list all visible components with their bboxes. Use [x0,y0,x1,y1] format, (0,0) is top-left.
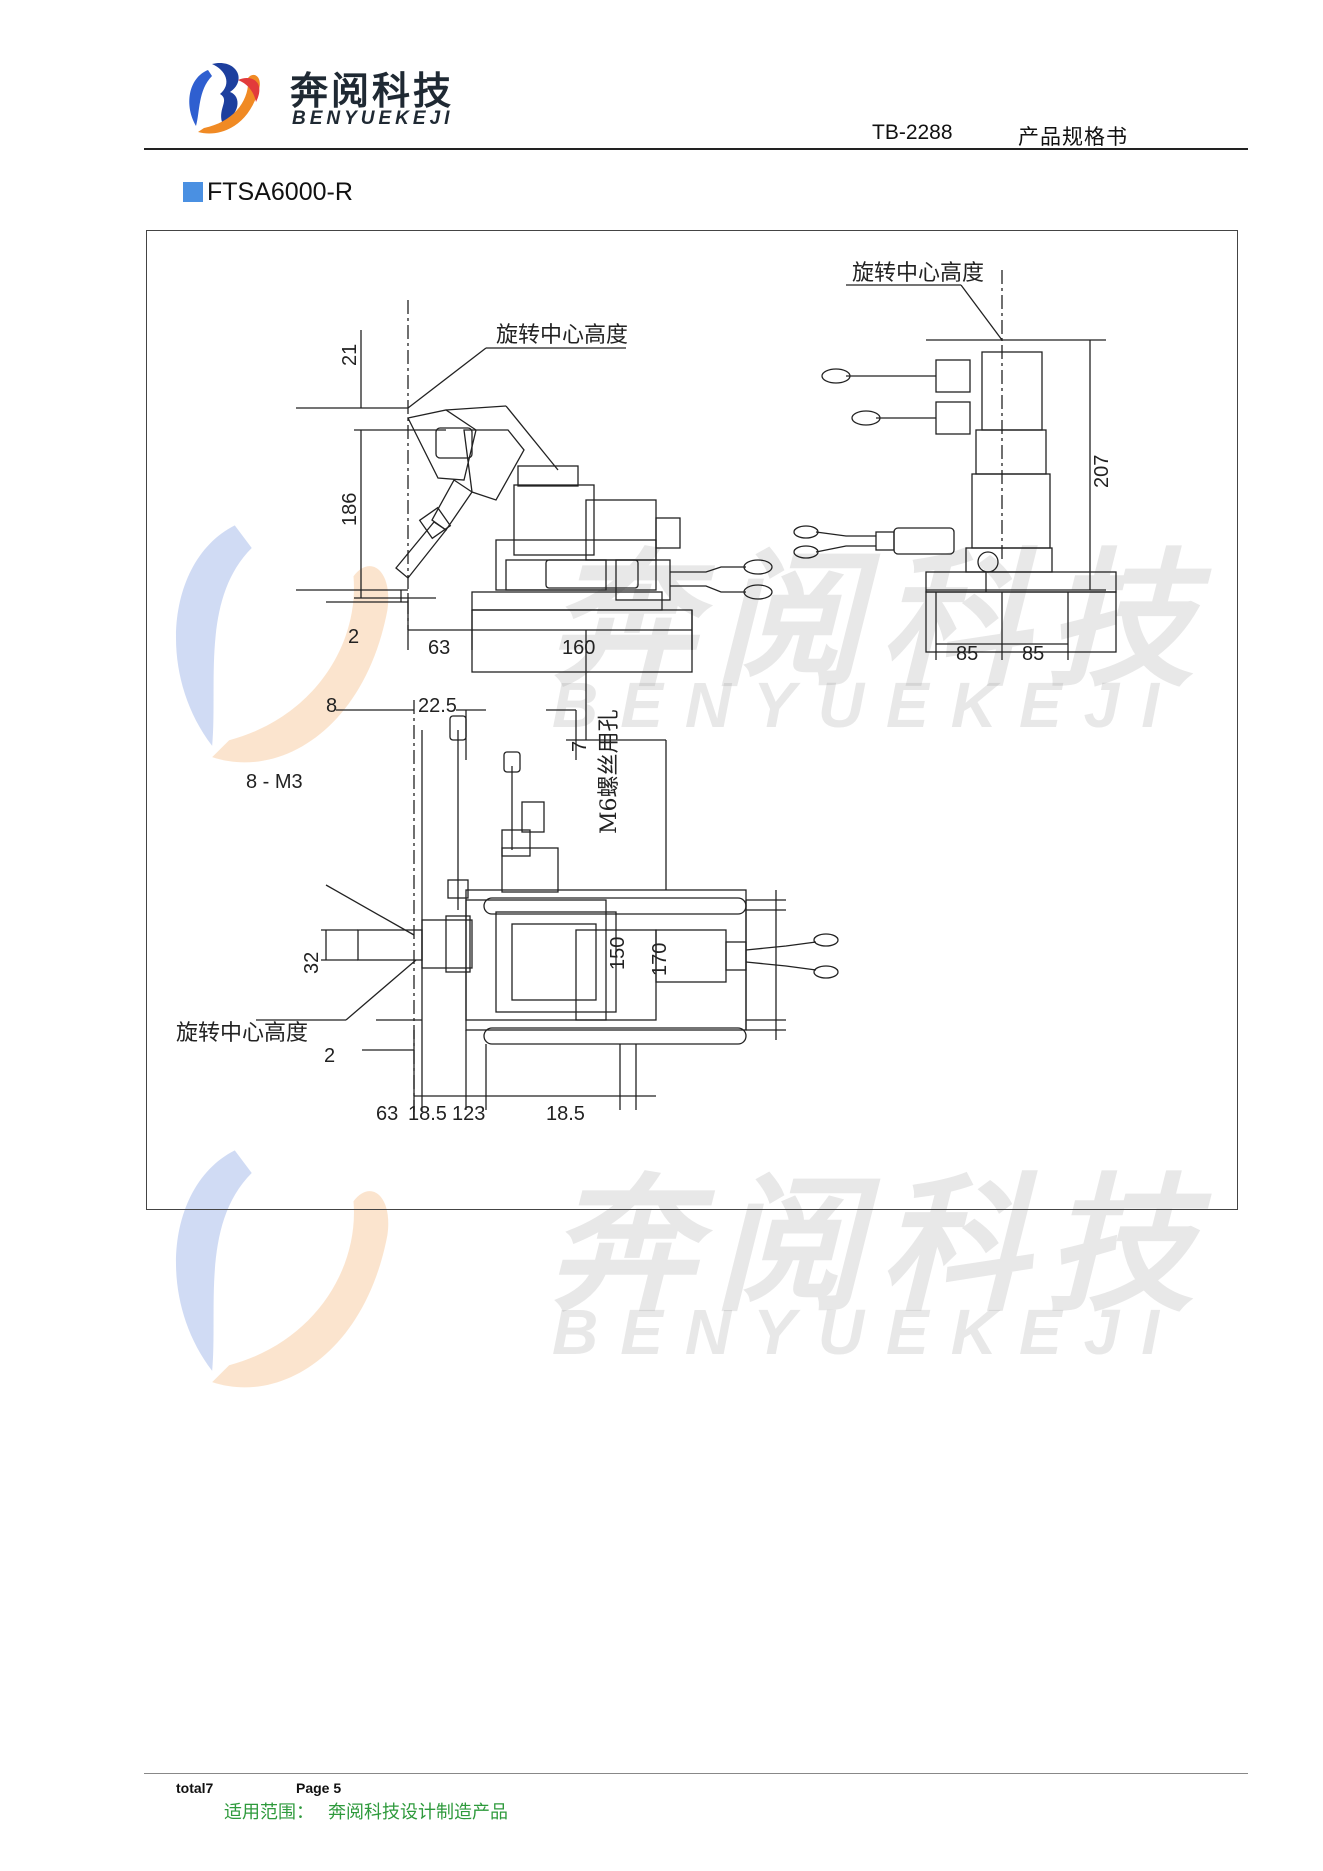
section-bullet-icon [183,182,203,202]
watermark-text-en: BENYUEKEJI [552,1296,1181,1368]
logo-text-cn: 奔阅科技 [290,69,455,113]
document-code: TB-2288 [872,121,953,144]
m3-hole-label: 8 - M3 [246,771,303,793]
footer-scope: 适用范围： 奔阅科技设计制造产品 [224,1798,522,1824]
technical-drawing: 旋转中心高度 21 186 2 63 160 旋转中心高度 207 85 85 … [176,261,1117,1125]
dim-170: 170 [649,943,671,976]
rotation-center-label: 旋转中心高度 [496,323,628,348]
section-heading: FTSA6000-R [183,178,353,206]
side-view-left [296,300,773,673]
logo-text-en: BENYUEKEJI [292,108,454,129]
side-view-right [793,270,1117,660]
scope-label: 适用范围： [224,1802,314,1823]
document-type: 产品规格书 [1018,125,1128,149]
dim-2: 2 [348,626,359,648]
dim-21: 21 [339,344,361,366]
dim-150: 150 [607,937,629,970]
rotation-center-label: 旋转中心高度 [852,261,984,286]
rotation-center-label: 旋转中心高度 [176,1021,308,1046]
dim-22-5: 22.5 [418,695,457,717]
dim-63: 63 [376,1103,398,1125]
top-view [256,630,839,1112]
dim-63: 63 [428,637,450,659]
dim-2: 2 [324,1045,335,1067]
dim-123: 123 [452,1103,485,1125]
section-title: FTSA6000-R [207,177,353,206]
dim-85: 85 [1022,643,1044,665]
header-rule [144,148,1248,150]
dim-186: 186 [339,493,361,526]
total-pages: total7 [176,1780,214,1796]
scope-value: 奔阅科技设计制造产品 [328,1802,508,1823]
thread-hole-label: M6螺丝用孔 [597,709,622,834]
dim-7: 7 [569,741,591,752]
dim-18-5: 18.5 [408,1103,447,1125]
page-number: Page 5 [296,1780,342,1796]
company-logo-icon [189,62,260,134]
dim-160: 160 [562,637,595,659]
dim-207: 207 [1091,455,1113,488]
dim-32: 32 [301,952,323,974]
footer-rule [144,1773,1248,1774]
drawing-frame [146,230,1238,1210]
dim-85: 85 [956,643,978,665]
dim-18-5: 18.5 [546,1103,585,1125]
dim-8: 8 [326,695,337,717]
